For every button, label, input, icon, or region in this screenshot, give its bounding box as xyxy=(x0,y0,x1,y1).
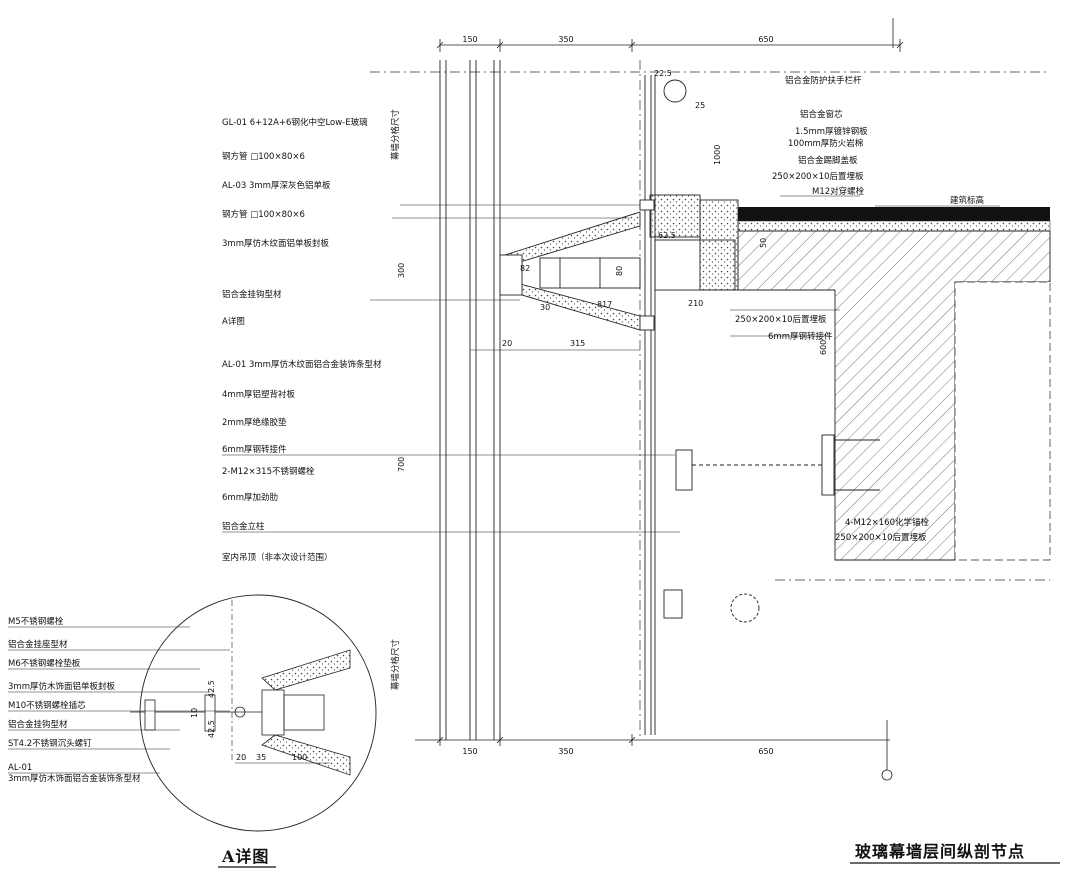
label-stiffener: 6mm厚加劲肋 xyxy=(222,492,278,503)
label-al03: AL-03 3mm厚深灰色铝单板 xyxy=(222,180,331,191)
label-steel-tube-1: 钢方管 □100×80×6 xyxy=(222,151,305,162)
label-wood-cover: 3mm厚仿木纹面铝单板封板 xyxy=(222,238,329,249)
det-label-seat: 铝合金挂座型材 xyxy=(8,639,68,650)
top-dim-650: 650 xyxy=(758,35,773,44)
label-hook-profile: 铝合金挂钩型材 xyxy=(222,289,282,300)
label-galv-plate: 1.5mm厚镀锌钢板 xyxy=(795,126,868,137)
dim-700: 700 xyxy=(397,457,406,472)
floor-slab xyxy=(737,207,1051,561)
bottom-dimension-line xyxy=(415,720,893,781)
bottom-dim-150: 150 xyxy=(462,747,477,756)
label-mullion: 铝合金立柱 xyxy=(222,521,265,532)
label-connector: 6mm厚钢转接件 xyxy=(222,444,287,455)
label-glass: GL-01 6+12A+6钢化中空Low-E玻璃 xyxy=(222,117,368,128)
label-floor-level: 建筑标高 xyxy=(950,195,984,206)
dim-210: 210 xyxy=(688,299,703,308)
dim-315: 315 xyxy=(570,339,585,348)
label-ceiling: 室内吊顶（非本次设计范围） xyxy=(222,552,333,563)
label-sill: 铝合金窗芯 xyxy=(800,109,843,120)
top-dimension-line xyxy=(436,18,904,52)
dim-22-5: 22.5 xyxy=(654,69,672,78)
label-embed-plate-3: 250×200×10后置埋板 xyxy=(835,532,927,543)
label-skirting: 铝合金踢脚盖板 xyxy=(798,155,858,166)
top-dim-150: 150 xyxy=(462,35,477,44)
dim-80: 80 xyxy=(615,266,624,276)
detail-a-title: A详图 xyxy=(221,847,269,866)
dim-82: 82 xyxy=(520,264,530,273)
dim-20: 20 xyxy=(502,339,512,348)
label-grid-size-top: 幕墙分格尺寸 xyxy=(390,108,401,160)
curtain-wall-frame xyxy=(439,60,656,740)
label-gasket: 2mm厚绝缘胶垫 xyxy=(222,417,287,428)
label-al01: AL-01 3mm厚仿木纹面铝合金装饰条型材 xyxy=(222,359,382,370)
det-label-m6: M6不锈钢螺栓垫板 xyxy=(8,658,81,669)
dim-25: 25 xyxy=(695,101,705,110)
leader-lines xyxy=(222,195,1000,533)
det-label-hook: 铝合金挂钩型材 xyxy=(8,719,68,730)
label-steel-tube-2: 钢方管 □100×80×6 xyxy=(222,209,305,220)
dim-1000: 1000 xyxy=(713,145,722,165)
det-label-trim: 3mm厚仿木饰面铝合金装饰条型材 xyxy=(8,773,141,784)
det-label-cover: 3mm厚仿木饰面铝单板封板 xyxy=(8,681,115,692)
label-anchors: 4-M12×160化学锚栓 xyxy=(845,517,929,528)
label-bolts: 2-M12×315不锈钢螺栓 xyxy=(222,466,315,477)
wood-trim-wedge xyxy=(499,199,655,331)
det-label-al01: AL-01 xyxy=(8,763,32,773)
dim-600: 600 xyxy=(819,340,828,355)
detail-leader-lines xyxy=(8,626,230,774)
drawing-title: 玻璃幕墙层间纵剖节点 xyxy=(855,842,1025,861)
label-embed-plate-2: 250×200×10后置埋板 xyxy=(735,314,827,325)
det-dim-42-5-a: 42.5 xyxy=(207,680,216,698)
dim-62-5: 62.5 xyxy=(658,231,676,240)
label-through-bolt: M12对穿螺栓 xyxy=(812,186,865,197)
steel-brackets xyxy=(663,79,880,623)
label-grid-size-bottom: 幕墙分格尺寸 xyxy=(390,638,401,690)
fireproof-block xyxy=(649,194,739,291)
dim-817: 817 xyxy=(597,300,612,309)
dim-30: 30 xyxy=(540,303,550,312)
det-dim-20: 20 xyxy=(236,753,246,762)
det-dim-10: 10 xyxy=(190,708,199,718)
det-label-m5: M5不锈钢螺栓 xyxy=(8,616,64,627)
reference-lines xyxy=(370,60,1050,740)
top-dim-350: 350 xyxy=(558,35,573,44)
det-label-screw: ST4.2不锈钢沉头螺钉 xyxy=(8,738,92,749)
dim-300: 300 xyxy=(397,263,406,278)
dim-50: 50 xyxy=(759,238,768,248)
label-handrail: 铝合金防护扶手栏杆 xyxy=(785,75,862,86)
detail-a-circle xyxy=(130,594,377,832)
label-embed-plate-1: 250×200×10后置埋板 xyxy=(772,171,864,182)
det-dim-100: 100 xyxy=(292,753,307,762)
bottom-dim-350: 350 xyxy=(558,747,573,756)
label-backing: 4mm厚铝塑背衬板 xyxy=(222,389,295,400)
det-label-m10: M10不锈钢螺栓插芯 xyxy=(8,700,86,711)
label-detail-a-ref: A详图 xyxy=(222,316,245,327)
bottom-dim-650: 650 xyxy=(758,747,773,756)
label-rockwool: 100mm厚防火岩棉 xyxy=(788,138,863,149)
det-dim-35: 35 xyxy=(256,753,266,762)
det-dim-42-5-b: 42.5 xyxy=(207,720,216,738)
label-steel-connector: 6mm厚钢转接件 xyxy=(768,331,833,342)
